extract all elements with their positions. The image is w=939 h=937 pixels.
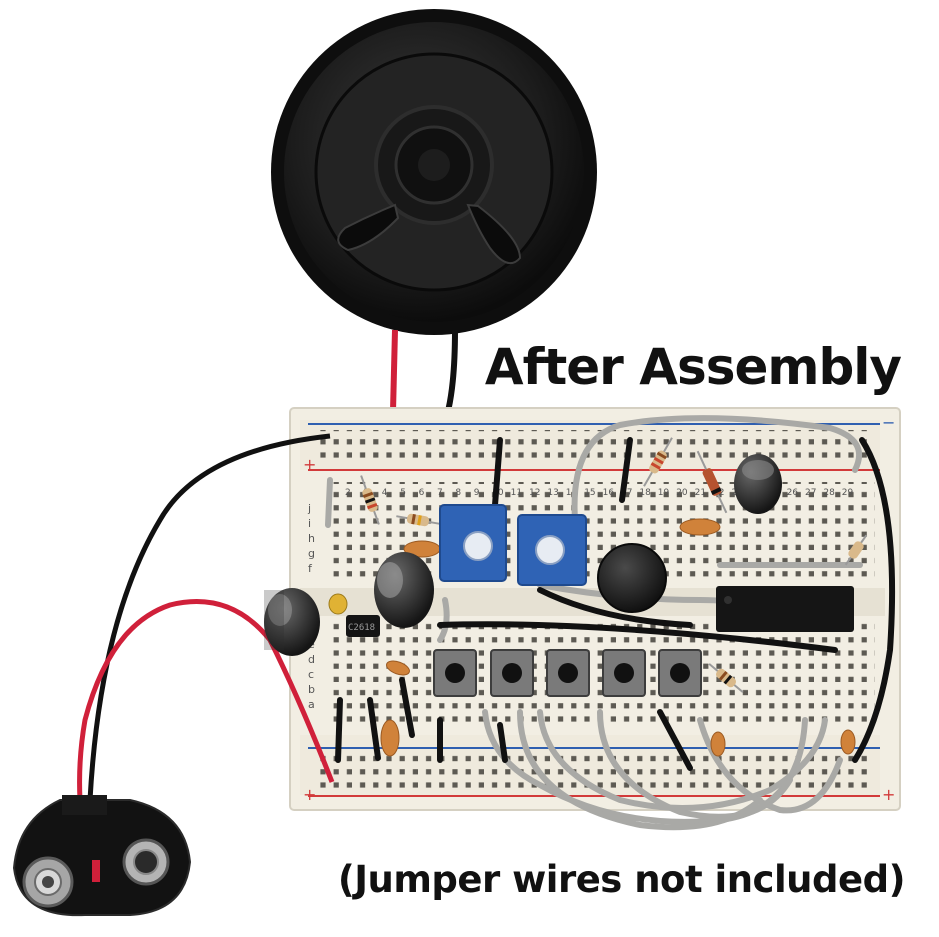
electrolytic-capacitors bbox=[264, 454, 782, 656]
transistor: C2618 bbox=[346, 615, 380, 637]
column-number: 15 bbox=[584, 488, 595, 498]
transistor-marking: C2618 bbox=[348, 623, 375, 633]
column-number: 11 bbox=[511, 488, 522, 498]
battery-snap-icon bbox=[12, 795, 192, 917]
column-number: 17 bbox=[621, 488, 632, 498]
column-number: 7 bbox=[437, 488, 443, 498]
pushbutton-cap bbox=[670, 663, 690, 683]
potentiometers bbox=[439, 504, 587, 586]
column-number: 26 bbox=[787, 488, 799, 498]
column-number: 18 bbox=[639, 488, 651, 498]
column-number: 6 bbox=[419, 488, 425, 498]
pushbutton-cap bbox=[445, 663, 465, 683]
column-number: 9 bbox=[474, 488, 480, 498]
row-letter: a bbox=[308, 698, 315, 711]
column-number: 29 bbox=[842, 488, 854, 498]
pushbuttons bbox=[433, 649, 702, 697]
row-letter: b bbox=[308, 683, 315, 696]
column-number: 2 bbox=[345, 488, 351, 498]
column-number: 21 bbox=[695, 488, 706, 498]
rail-minus-top: − bbox=[882, 413, 895, 432]
pushbutton-cap bbox=[502, 663, 522, 683]
rail-plus-top: + bbox=[303, 455, 316, 474]
column-number: 16 bbox=[603, 488, 615, 498]
row-letter: c bbox=[308, 668, 314, 681]
column-number: 20 bbox=[676, 488, 688, 498]
battery-red-wire bbox=[77, 599, 335, 801]
row-letter: h bbox=[308, 532, 315, 545]
column-number: 14 bbox=[566, 488, 578, 498]
row-letter: f bbox=[308, 562, 313, 575]
column-number: 19 bbox=[658, 488, 670, 498]
ic-chip bbox=[716, 586, 854, 632]
microphone-icon bbox=[597, 543, 667, 613]
resistors bbox=[360, 437, 868, 693]
rail-plus-bottom-right: + bbox=[882, 785, 895, 804]
column-number: 28 bbox=[823, 488, 835, 498]
column-number: 5 bbox=[400, 488, 406, 498]
column-number: 13 bbox=[547, 488, 558, 498]
column-number: 8 bbox=[455, 488, 461, 498]
black-jumper-wires bbox=[335, 437, 896, 771]
pushbutton-cap bbox=[558, 663, 578, 683]
row-letter: i bbox=[308, 517, 311, 530]
rail-plus-bottom: + bbox=[303, 785, 316, 804]
column-number: 12 bbox=[529, 488, 540, 498]
battery-black-wire bbox=[87, 433, 331, 801]
column-number: 27 bbox=[805, 488, 816, 498]
row-letter: j bbox=[307, 502, 311, 515]
caption-note: (Jumper wires not included) bbox=[337, 858, 906, 901]
column-number: 4 bbox=[382, 488, 388, 498]
speaker-icon bbox=[271, 9, 597, 335]
diode bbox=[696, 450, 728, 514]
pushbutton-cap bbox=[614, 663, 634, 683]
row-letter: g bbox=[308, 547, 315, 560]
row-letter: d bbox=[308, 653, 315, 666]
caption-title: After Assembly bbox=[484, 338, 902, 396]
ceramic-capacitors bbox=[328, 518, 856, 757]
